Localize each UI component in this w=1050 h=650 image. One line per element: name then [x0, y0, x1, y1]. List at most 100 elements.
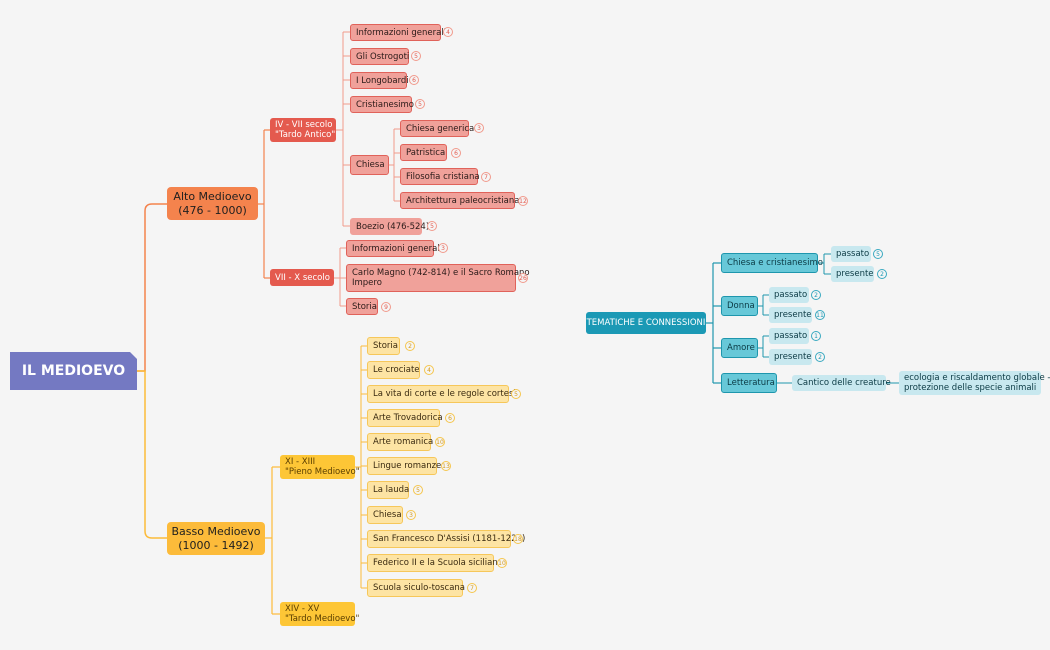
count-badge: 3 [438, 243, 448, 253]
leaf-boezio[interactable]: Boezio (476-524) [350, 218, 429, 235]
vii-x-label: VII - X secolo [275, 272, 330, 283]
amore-presente[interactable]: presente [769, 349, 812, 365]
count-badge: 18 [513, 534, 523, 544]
donna-node[interactable]: Donna [721, 296, 758, 316]
leaf-label: La lauda [373, 485, 410, 495]
leaf-label: San Francesco D'Assisi (1181-1226) [373, 534, 526, 544]
tardo-line2: "Tardo Medioevo" [285, 614, 360, 624]
leaf-san-francesco[interactable]: San Francesco D'Assisi (1181-1226) [367, 530, 525, 548]
count-badge: 6 [451, 148, 461, 158]
amore-node[interactable]: Amore [721, 338, 758, 358]
leaf-informazioni-generali-vii[interactable]: Informazioni generali [346, 240, 442, 257]
leaf-label: Chiesa generica [406, 123, 475, 134]
tardo-medioevo-node[interactable]: XIV - XV"Tardo Medioevo" [280, 602, 359, 626]
leaf-le-crociate[interactable]: Le crociate [367, 361, 420, 379]
donna-passato[interactable]: passato [769, 287, 809, 303]
leaf-label-line1: ecologia e riscaldamento globale - [904, 373, 1050, 383]
count-badge: 9 [381, 302, 391, 312]
leaf-chiesa-generica[interactable]: Chiesa generica [400, 120, 474, 137]
leaf-federico-ii[interactable]: Federico II e la Scuola siciliana [367, 554, 503, 572]
leaf-label: La vita di corte e le regole cortesi [373, 389, 516, 399]
leaf-label-line2: protezione delle specie animali [904, 383, 1037, 393]
tardo-antico-line1: IV - VII secolo [275, 120, 333, 130]
leaf-label: passato [774, 290, 808, 300]
chiesa-cristianesimo-node[interactable]: Chiesa e cristianesimo [721, 253, 823, 273]
leaf-gli-ostrogoti[interactable]: Gli Ostrogoti [350, 48, 409, 65]
count-badge: 5 [873, 249, 883, 259]
leaf-label: Cantico delle creature [797, 378, 891, 388]
tardo-line1: XIV - XV [285, 604, 320, 614]
count-badge: 5 [427, 221, 437, 231]
alto-title: Alto Medioevo [173, 189, 252, 203]
tardo-antico-node[interactable]: IV - VII secolo"Tardo Antico" [270, 118, 336, 142]
donna-presente[interactable]: presente [769, 307, 812, 323]
leaf-informazioni-generali[interactable]: Informazioni generali [350, 24, 446, 41]
count-badge: 5 [411, 51, 421, 61]
count-badge: 3 [406, 510, 416, 520]
leaf-label: Architettura paleocristiana [406, 195, 520, 206]
leaf-patristica[interactable]: Patristica [400, 144, 447, 161]
count-badge: 1 [811, 331, 821, 341]
root-node[interactable]: IL MEDIOEVO [10, 352, 137, 390]
chiesa-passato[interactable]: passato [831, 246, 871, 262]
count-badge: 5 [415, 99, 425, 109]
leaf-filosofia-cristiana[interactable]: Filosofia cristiana [400, 168, 480, 185]
count-badge: 6 [445, 413, 455, 423]
alto-dates: (476 - 1000) [178, 203, 247, 217]
count-badge: 4 [424, 365, 434, 375]
count-badge: 6 [409, 75, 419, 85]
leaf-label-line1: Carlo Magno (742-814) e il Sacro Romano [352, 268, 530, 278]
leaf-label: Scuola siculo-toscana [373, 583, 466, 593]
leaf-architettura-paleocristiana[interactable]: Architettura paleocristiana [400, 192, 519, 209]
leaf-i-longobardi[interactable]: I Longobardi [350, 72, 409, 89]
tematiche-node[interactable]: TEMATICHE E CONNESSIONI [586, 312, 706, 334]
amore-passato[interactable]: passato [769, 328, 809, 344]
leaf-label: Patristica [406, 147, 446, 158]
leaf-lingue-romanze[interactable]: Lingue romanze [367, 457, 441, 475]
leaf-label: Federico II e la Scuola siciliana [373, 558, 503, 568]
pieno-medioevo-node[interactable]: XI - XIII"Pieno Medioevo" [280, 455, 360, 479]
leaf-label: Le crociate [373, 365, 420, 375]
count-badge: 12 [518, 196, 528, 206]
vii-x-secolo-node[interactable]: VII - X secolo [270, 269, 334, 286]
count-badge: 26 [518, 273, 528, 283]
pieno-line2: "Pieno Medioevo" [285, 467, 360, 477]
leaf-label: Arte romanica [373, 437, 434, 447]
count-badge: 2 [815, 352, 825, 362]
leaf-chiesa[interactable]: Chiesa [350, 155, 389, 175]
count-badge: 2 [877, 269, 887, 279]
basso-medioevo-node[interactable]: Basso Medioevo(1000 - 1492) [167, 522, 265, 555]
leaf-arte-romanica[interactable]: Arte romanica [367, 433, 434, 451]
count-badge: 3 [474, 123, 484, 133]
leaf-label: Storia [352, 301, 377, 312]
leaf-storia-vii[interactable]: Storia [346, 298, 378, 315]
leaf-chiesa-pieno[interactable]: Chiesa [367, 506, 403, 524]
leaf-label: I Longobardi [356, 75, 409, 86]
leaf-scuola-siculo-toscana[interactable]: Scuola siculo-toscana [367, 579, 466, 597]
leaf-storia[interactable]: Storia [367, 337, 400, 355]
alto-medioevo-node[interactable]: Alto Medioevo(476 - 1000) [167, 187, 258, 220]
pieno-line1: XI - XIII [285, 457, 316, 467]
branch-label: Amore [727, 343, 755, 353]
count-badge: 11 [815, 310, 825, 320]
leaf-label: Gli Ostrogoti [356, 51, 410, 62]
leaf-label: presente [774, 310, 812, 320]
tematiche-label: TEMATICHE E CONNESSIONI [586, 318, 706, 328]
letteratura-node[interactable]: Letteratura [721, 373, 777, 393]
leaf-label: presente [774, 352, 812, 362]
connector-line [137, 370, 167, 539]
leaf-arte-trovadorica[interactable]: Arte Trovadorica [367, 409, 443, 427]
leaf-vita-di-corte[interactable]: La vita di corte e le regole cortesi [367, 385, 516, 403]
leaf-label: Boezio (476-524) [356, 221, 430, 232]
basso-title: Basso Medioevo [171, 524, 261, 538]
leaf-cristianesimo[interactable]: Cristianesimo [350, 96, 414, 113]
cantico-delle-creature[interactable]: Cantico delle creature [792, 375, 891, 391]
count-badge: 4 [443, 27, 453, 37]
leaf-label: Arte Trovadorica [373, 413, 443, 423]
chiesa-presente[interactable]: presente [831, 266, 874, 282]
leaf-la-lauda[interactable]: La lauda [367, 481, 409, 499]
leaf-label: presente [836, 269, 874, 279]
connector-line [137, 203, 167, 372]
ecologia-node[interactable]: ecologia e riscaldamento globale -protez… [899, 371, 1050, 395]
